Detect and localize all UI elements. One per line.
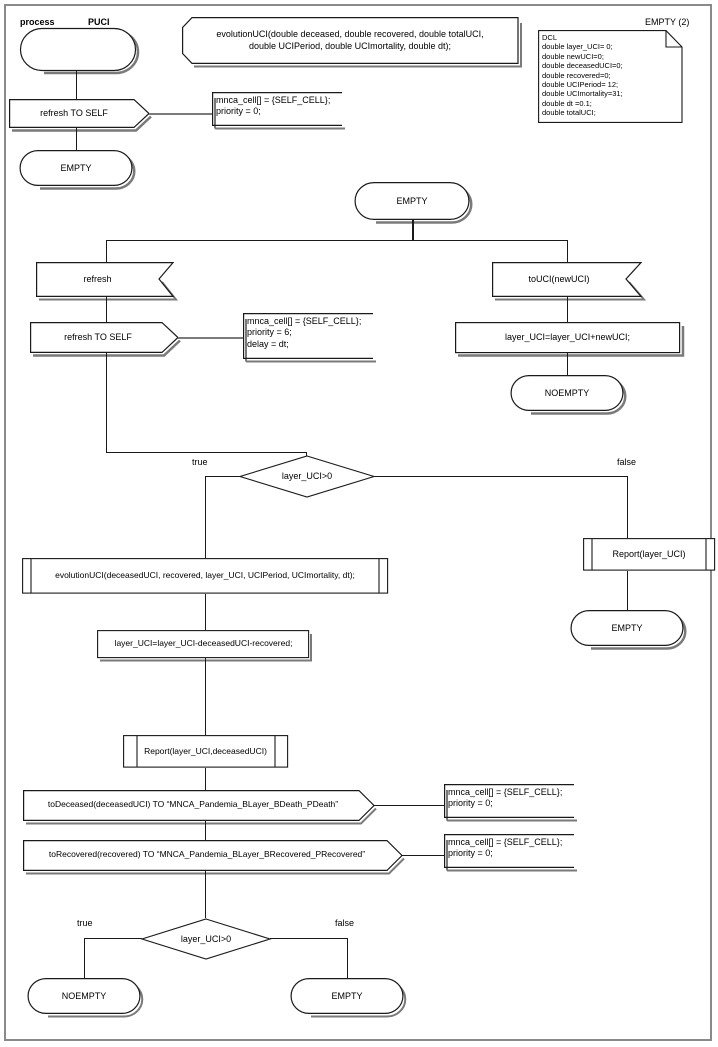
nextstate-empty-1[interactable]: EMPTY	[19, 150, 136, 190]
nextstate-noempty-2[interactable]: NOEMPTY	[27, 978, 144, 1018]
connector-decision2-true-h	[84, 938, 142, 939]
connector-comment-1	[149, 113, 213, 115]
connector-empty2-down	[412, 220, 414, 240]
connector-split-left-down	[106, 240, 107, 263]
start-state-symbol[interactable]	[19, 27, 140, 75]
output-to-recovered[interactable]: toRecovered(recovered) TO “MNCA_Pandemia…	[23, 840, 405, 875]
task-layer-subtract[interactable]: layer_UCI=layer_UCI-deceasedUCI-recovere…	[97, 630, 312, 662]
connector-task-to-noempty	[567, 352, 568, 375]
decision-1-true-label: true	[192, 457, 208, 467]
connector-split-horizontal	[106, 240, 568, 241]
page-label: EMPTY (2)	[645, 17, 690, 27]
connector-decision2-false-v	[347, 938, 348, 978]
comment-box-2: mnca_cell[] = {SELF_CELL}; priority = 6;…	[243, 313, 376, 363]
decision-2-false-label: false	[335, 918, 355, 928]
connector-task-to-report2	[205, 658, 206, 735]
dcl-note-symbol: DCL double layer_UCI= 0; double newUCI=0…	[538, 30, 683, 123]
connector-refresh-to-output2	[106, 296, 107, 322]
connector-evolution-to-task	[205, 594, 206, 630]
procedure-evolution-uci[interactable]: evolutionUCI(deceasedUCI, recovered, lay…	[22, 558, 389, 594]
comment-box-4: mnca_cell[] = {SELF_CELL}; priority = 0;	[444, 834, 577, 872]
connector-comment-3	[373, 805, 445, 806]
connector-decision1-false-h	[374, 476, 628, 477]
connector-comment-4	[401, 855, 445, 856]
page-frame	[4, 4, 712, 1041]
connector-decision2-true-v	[84, 938, 85, 978]
connector-recovered-to-decision2	[205, 870, 206, 918]
connector-output2-right	[106, 452, 307, 453]
procedure-declaration-symbol: evolutionUCI(double deceased, double rec…	[182, 17, 522, 68]
state-empty-2[interactable]: EMPTY	[354, 182, 473, 224]
connector-start-to-output1	[76, 71, 77, 99]
connector-decision1-true-h	[205, 476, 240, 477]
nextstate-empty-2[interactable]: EMPTY	[570, 610, 687, 650]
decision-layer-uci-2[interactable]: layer_UCI>0	[140, 918, 272, 960]
input-refresh-symbol[interactable]: refresh	[36, 262, 179, 301]
process-keyword-label: process	[20, 17, 55, 27]
input-touci-symbol[interactable]: toUCI(newUCI)	[492, 262, 647, 301]
connector-report1-to-empty	[627, 571, 628, 611]
process-name-label: PUCI	[88, 17, 110, 27]
nextstate-empty-3[interactable]: EMPTY	[290, 978, 407, 1018]
procedure-report-2[interactable]: Report(layer_UCI,deceasedUCI)	[123, 735, 289, 768]
task-layer-add[interactable]: layer_UCI=layer_UCI+newUCI;	[455, 322, 685, 357]
connector-comment-2	[178, 337, 244, 339]
connector-output1-to-empty	[76, 127, 77, 150]
comment-box-3: mnca_cell[] = {SELF_CELL}; priority = 0;	[444, 784, 577, 822]
output-refresh-to-self-1[interactable]: refresh TO SELF	[9, 99, 152, 132]
decision-layer-uci-1[interactable]: layer_UCI>0	[238, 455, 376, 498]
connector-report2-to-deceased	[205, 768, 206, 790]
connector-deceased-to-recovered	[205, 820, 206, 840]
decision-1-false-label: false	[617, 457, 637, 467]
output-refresh-to-self-2[interactable]: refresh TO SELF	[30, 322, 181, 357]
connector-decision1-true-v	[205, 476, 206, 558]
connector-output2-down	[106, 352, 107, 452]
procedure-report-1[interactable]: Report(layer_UCI)	[583, 538, 716, 571]
decision-2-true-label: true	[77, 918, 93, 928]
connector-touci-to-task	[567, 296, 568, 322]
nextstate-noempty-1[interactable]: NOEMPTY	[510, 375, 627, 415]
connector-decision2-false-h	[270, 938, 348, 939]
output-to-deceased[interactable]: toDeceased(deceasedUCI) TO “MNCA_Pandemi…	[23, 790, 377, 825]
connector-decision1-false-v	[627, 476, 628, 538]
comment-box-1: mnca_cell[] = {SELF_CELL}; priority = 0;	[212, 92, 345, 130]
connector-split-right-down	[567, 240, 568, 263]
